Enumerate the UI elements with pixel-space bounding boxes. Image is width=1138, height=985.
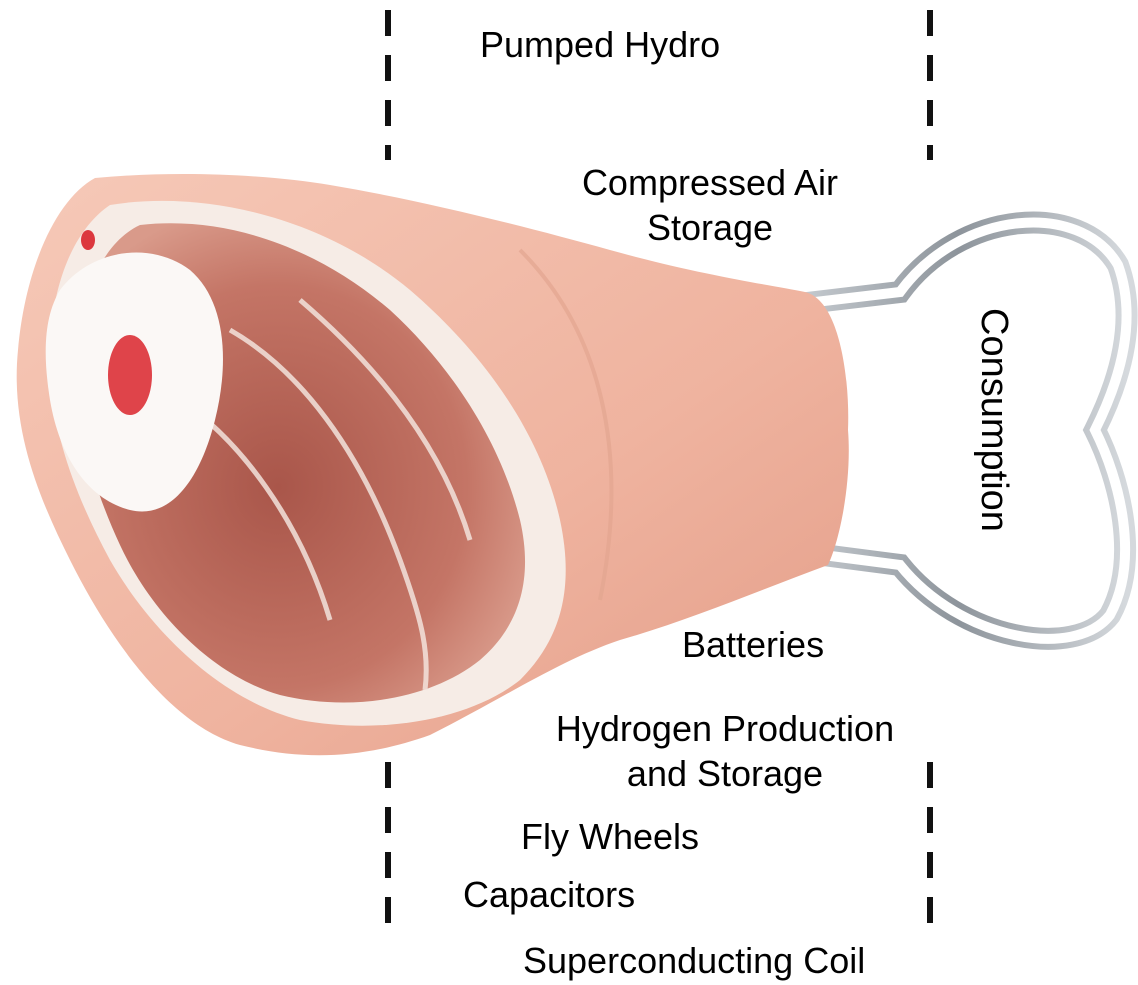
label-hydrogen-production-storage: Hydrogen Production and Storage <box>550 706 900 796</box>
label-pumped-hydro: Pumped Hydro <box>480 22 720 67</box>
label-capacitors: Capacitors <box>463 872 635 917</box>
label-compressed-air-line1: Compressed Air <box>560 160 860 205</box>
label-superconducting-coil: Superconducting Coil <box>523 938 865 983</box>
label-compressed-air-storage: Compressed Air Storage <box>560 160 860 250</box>
label-batteries: Batteries <box>682 622 824 667</box>
label-hydrogen-line2: and Storage <box>550 751 900 796</box>
label-hydrogen-line1: Hydrogen Production <box>550 706 900 751</box>
ham-hock-photo <box>17 174 849 755</box>
ham-marrow <box>108 335 152 415</box>
label-compressed-air-line2: Storage <box>560 205 860 250</box>
label-consumption: Consumption <box>972 308 1015 532</box>
label-fly-wheels: Fly Wheels <box>521 814 699 859</box>
